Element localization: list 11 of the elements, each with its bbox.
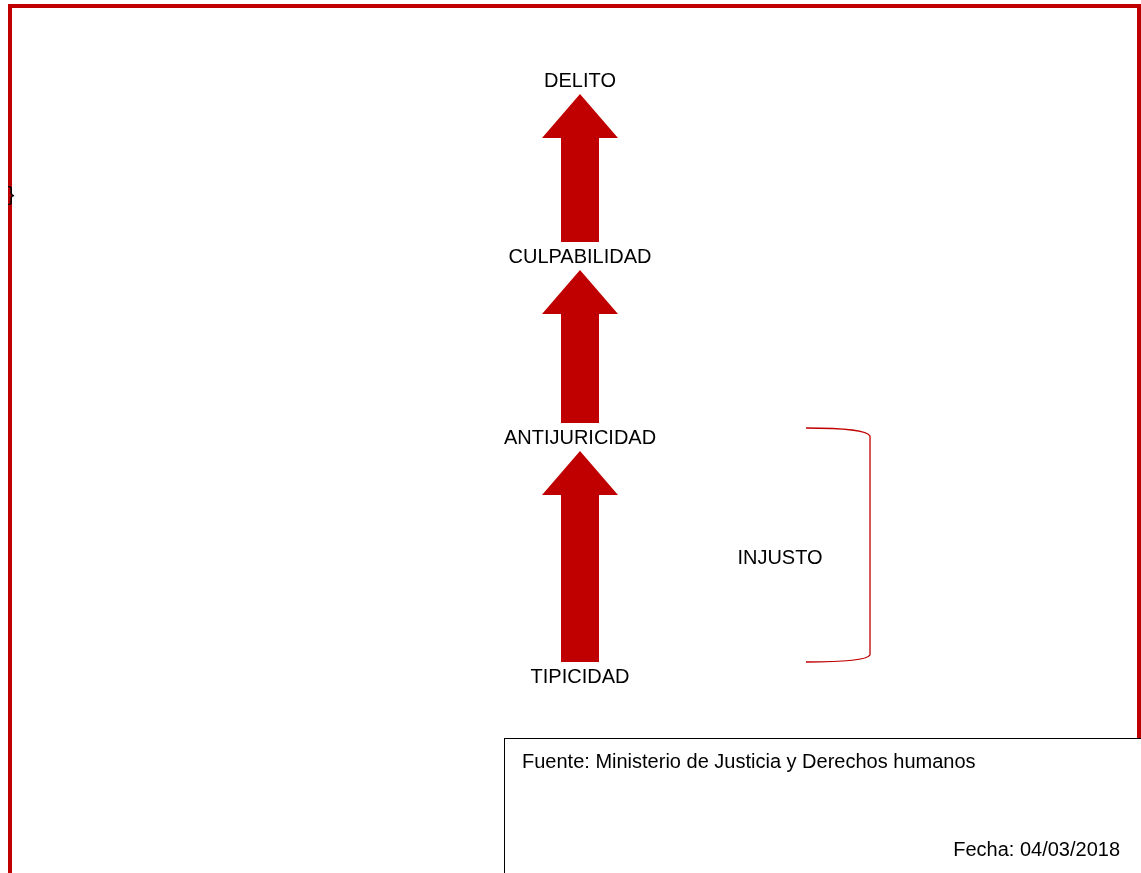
concept-text: TIPICIDAD	[530, 664, 630, 688]
source-text: Fuente: Ministerio de Justicia y Derechos humanos	[522, 749, 976, 773]
concept-text: ANTIJURICIDAD	[503, 425, 657, 449]
source-box	[504, 738, 1141, 873]
date-text: Fecha: 04/03/2018	[953, 837, 1120, 861]
concept-text: DELITO	[544, 68, 616, 92]
block-arrow	[542, 451, 618, 662]
block-arrow	[542, 270, 618, 423]
bracket-label: INJUSTO	[737, 545, 823, 569]
block-arrow	[542, 94, 618, 242]
concept-text: CULPABILIDAD	[508, 244, 652, 268]
